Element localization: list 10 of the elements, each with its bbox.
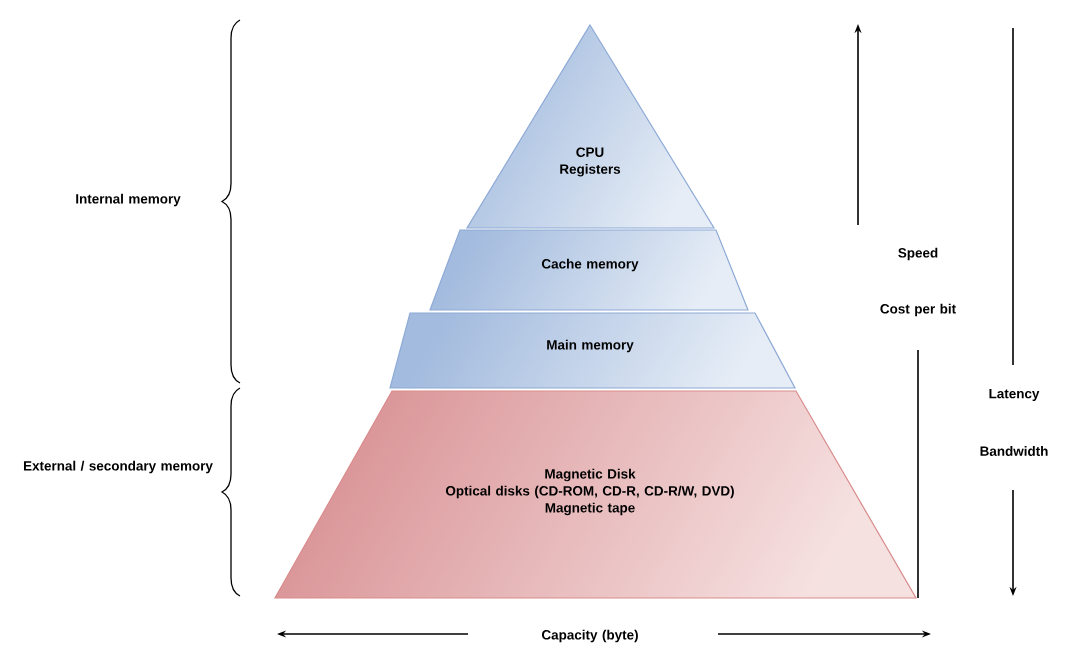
axis-label: Latency	[989, 389, 1040, 401]
pyramid-tier: Magnetic Disk Optical disks (CD-ROM, CD-R, CD-R/W, DVD) Magnetic tape	[274, 390, 918, 599]
brace-label: External / secondary memory	[24, 460, 213, 474]
axis-label: Cost per bit	[880, 303, 956, 317]
axis-label: Capacity (byte)	[541, 629, 638, 643]
pyramid-tier: Cache memory	[429, 229, 749, 311]
brace-label: Internal memory	[76, 193, 181, 207]
axis-label: Speed	[898, 247, 938, 261]
axis-label: Bandwidth	[980, 446, 1048, 456]
pyramid-tier: Main memory	[389, 312, 796, 389]
